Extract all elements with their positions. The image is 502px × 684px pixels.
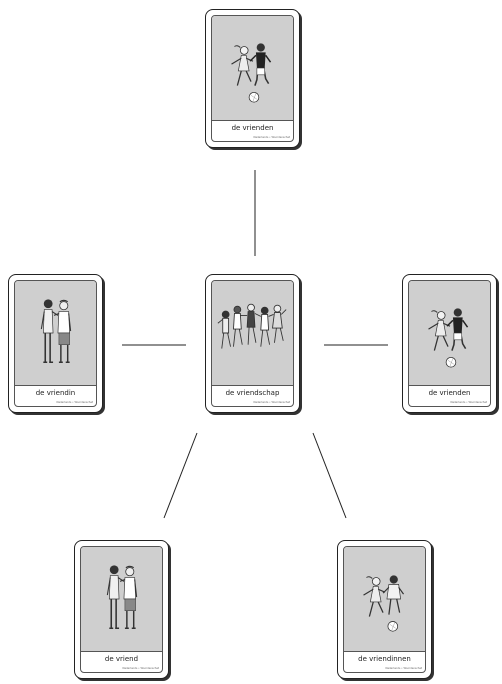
word-card-right[interactable]: de vrienden Nederlands • Woordenschat	[402, 274, 497, 413]
card-illustration	[344, 547, 425, 652]
card-label: de vriendinnen	[358, 655, 411, 663]
card-credit: Nederlands • Woordenschat	[122, 667, 160, 670]
connector-bottom-right	[312, 432, 347, 519]
card-illustration	[212, 16, 293, 121]
connector-bottom-left	[163, 432, 198, 519]
card-frame: de vriend Nederlands • Woordenschat	[80, 546, 163, 673]
card-label: de vriendschap	[225, 389, 280, 397]
word-card-bottom-left[interactable]: de vriend Nederlands • Woordenschat	[74, 540, 169, 679]
card-frame: de vriendinnen Nederlands • Woordenschat	[343, 546, 426, 673]
card-illustration	[81, 547, 162, 652]
word-card-top[interactable]: de vrienden Nederlands • Woordenschat	[205, 9, 300, 148]
card-frame: de vriendschap Nederlands • Woordenschat	[211, 280, 294, 407]
card-label: de vrienden	[428, 389, 471, 397]
card-label: de vriendin	[35, 389, 76, 397]
card-illustration	[15, 281, 96, 386]
card-frame: de vrienden Nederlands • Woordenschat	[408, 280, 491, 407]
word-card-left[interactable]: de vriendin Nederlands • Woordenschat	[8, 274, 103, 413]
card-illustration	[409, 281, 490, 386]
word-card-bottom-right[interactable]: de vriendinnen Nederlands • Woordenschat	[337, 540, 432, 679]
card-credit: Nederlands • Woordenschat	[253, 136, 291, 139]
card-credit: Nederlands • Woordenschat	[450, 401, 488, 404]
card-credit: Nederlands • Woordenschat	[56, 401, 94, 404]
card-label: de vriend	[104, 655, 139, 663]
card-frame: de vriendin Nederlands • Woordenschat	[14, 280, 97, 407]
card-credit: Nederlands • Woordenschat	[385, 667, 423, 670]
card-label: de vrienden	[231, 124, 274, 132]
card-frame: de vrienden Nederlands • Woordenschat	[211, 15, 294, 142]
card-credit: Nederlands • Woordenschat	[253, 401, 291, 404]
card-illustration	[212, 281, 293, 386]
word-card-center[interactable]: de vriendschap Nederlands • Woordenschat	[205, 274, 300, 413]
